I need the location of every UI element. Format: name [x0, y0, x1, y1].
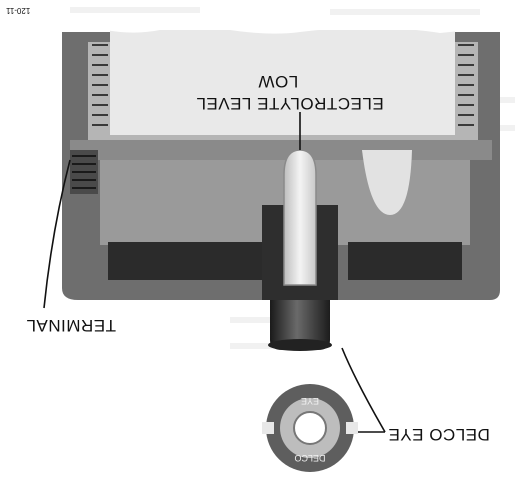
battery-cover [70, 140, 492, 160]
eye-plug [270, 300, 330, 350]
eye-tube [283, 149, 317, 286]
grid-plates-left [108, 242, 268, 280]
label-electrolyte-level: ELECTROLYTE LEVEL [196, 94, 384, 113]
vent-well [362, 150, 412, 215]
label-terminal: TERMINAL [26, 316, 116, 335]
eye-tab-left [262, 422, 274, 434]
figure-number: 120-11 [6, 6, 31, 15]
terminal-leader-line [43, 159, 71, 309]
eye-window [293, 411, 327, 445]
cell-upper-space [110, 30, 455, 135]
side-terminal [70, 150, 98, 194]
battery-case [62, 22, 500, 300]
delco-eye-leader-to-tube [341, 347, 386, 433]
leader-lines [43, 112, 386, 433]
eye-ring-bottom-text: DELCO [294, 453, 325, 463]
grid-plates-right [348, 242, 462, 280]
right-wall-ribs [458, 44, 474, 126]
left-wall-ribs [92, 44, 108, 126]
label-delco-eye: DELCO EYE [388, 425, 490, 444]
eye-tab-right [346, 422, 358, 434]
eye-ring-top-text: EYE [301, 396, 319, 406]
label-low: LOW [258, 72, 299, 91]
cutaway-edge [96, 22, 470, 34]
delco-eye-top-view: EYE DELCO [262, 384, 358, 472]
eye-plug-rim [268, 339, 332, 351]
delco-eye-hydrometer [262, 149, 338, 351]
